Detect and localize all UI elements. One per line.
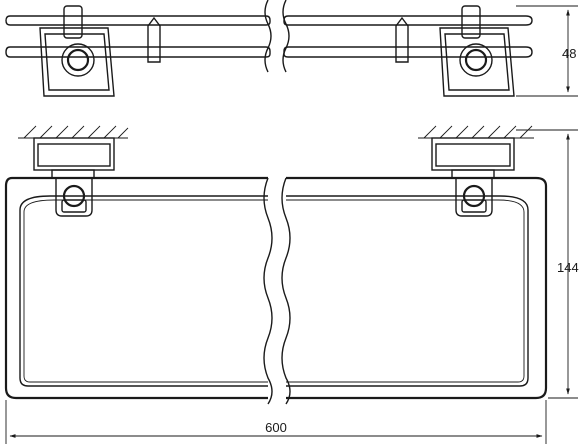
dimension-width: 600 xyxy=(5,400,547,444)
left-bracket-front xyxy=(51,169,95,217)
break-line xyxy=(263,0,291,405)
right-bracket-top xyxy=(439,5,515,97)
right-bracket-front xyxy=(451,169,495,217)
depth-dimension-label: 48 xyxy=(562,46,576,61)
front-view xyxy=(4,125,548,400)
wall-hatch-left xyxy=(18,125,129,139)
dimension-height: 144 xyxy=(516,129,579,399)
height-dimension-label: 144 xyxy=(557,260,579,275)
dimension-depth: 48 xyxy=(516,5,578,97)
top-view xyxy=(5,5,533,97)
width-dimension-label: 600 xyxy=(265,420,287,435)
wall-hatch-right xyxy=(418,125,534,139)
left-bracket-top xyxy=(39,5,115,97)
